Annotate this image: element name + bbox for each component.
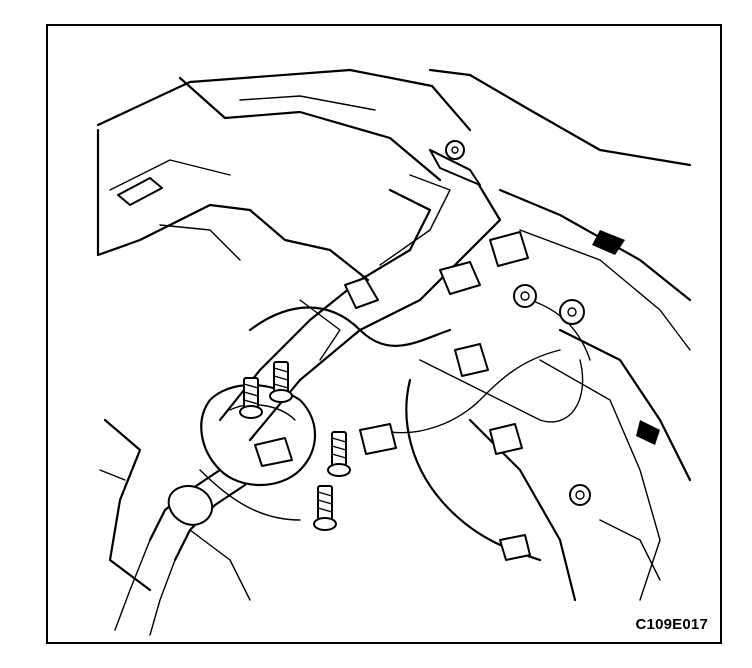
nut-3	[569, 484, 591, 506]
nut-2	[559, 299, 585, 325]
figure-code: C109E017	[635, 616, 708, 633]
steering-shaft-joint	[99, 384, 317, 636]
wiring-connectors	[359, 231, 531, 561]
nut-4	[445, 140, 465, 160]
steering-column	[218, 148, 502, 442]
bolt-2	[269, 361, 293, 403]
bolt-3	[327, 431, 351, 477]
bolt-4	[313, 485, 337, 531]
wiring-harness	[199, 299, 591, 562]
figure-frame	[46, 24, 722, 644]
nut-1	[513, 284, 537, 308]
fastener-bolts	[239, 361, 351, 531]
right-side-bracket	[428, 68, 692, 602]
bolt-1	[239, 377, 263, 419]
nuts	[445, 140, 591, 506]
upper-dash-panel	[96, 68, 472, 282]
